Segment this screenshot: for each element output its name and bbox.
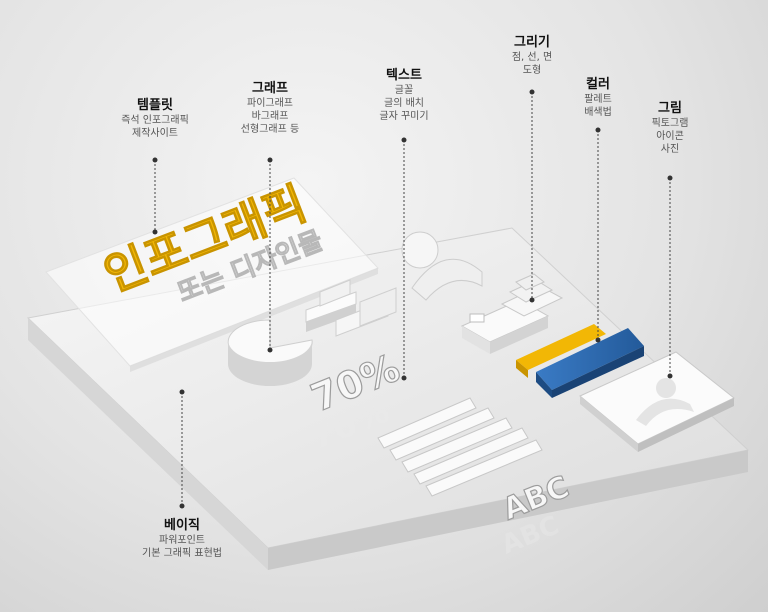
label-picture-line-3: 사진	[660, 144, 680, 155]
label-graph-line-3: 선형그래프 등	[240, 124, 300, 135]
label-template: 템플릿 즉석 인포그래픽 제작사이트	[95, 97, 215, 140]
color-palette-object	[516, 324, 644, 398]
picture-card-object	[579, 351, 735, 452]
label-draw: 그리기 점, 선, 면 도형	[472, 34, 592, 77]
leader-lines	[154, 92, 671, 506]
leader-dots	[152, 89, 673, 509]
label-color-line-1: 팔레트	[584, 94, 612, 105]
text-lines-object	[377, 397, 543, 497]
label-graph-line-1: 파이그래프	[247, 98, 293, 109]
label-color: 컬러 팔레트 배색법	[548, 76, 648, 119]
label-basic-line-2: 기본 그래픽 표현법	[142, 548, 222, 559]
label-basic-line-1: 파워포인트	[159, 535, 205, 546]
bar-chart-object	[305, 279, 397, 337]
label-text: 텍스트 글꼴 글의 배치 글자 꾸미기	[344, 67, 464, 123]
label-basic: 베이직 파워포인트 기본 그래픽 표현법	[112, 517, 252, 560]
label-template-line-1: 즉석 인포그래픽	[121, 115, 189, 126]
person-shape-object	[401, 231, 483, 301]
label-picture-line-2: 아이콘	[656, 131, 684, 142]
label-color-line-2: 배색법	[584, 107, 612, 118]
label-template-title: 템플릿	[137, 98, 173, 113]
template-panel	[45, 177, 379, 372]
label-draw-line-1: 점, 선, 면	[511, 52, 553, 63]
label-graph-line-2: 바그래프	[251, 111, 289, 122]
label-graph-title: 그래프	[252, 81, 288, 96]
label-graph: 그래프 파이그래프 바그래프 선형그래프 등	[210, 80, 330, 136]
label-color-title: 컬러	[586, 77, 610, 92]
label-template-line-2: 제작사이트	[132, 128, 178, 139]
label-picture: 그림 픽토그램 아이콘 사진	[620, 100, 720, 156]
label-text-title: 텍스트	[386, 68, 422, 83]
label-draw-title: 그리기	[514, 35, 550, 50]
label-text-line-2: 글의 배치	[384, 98, 424, 109]
label-basic-title: 베이직	[164, 518, 200, 533]
pie-chart-object	[227, 319, 313, 386]
label-picture-line-1: 픽토그램	[651, 118, 689, 129]
label-draw-line-2: 도형	[522, 65, 542, 76]
label-text-line-3: 글자 꾸미기	[379, 111, 429, 122]
label-text-line-1: 글꼴	[394, 85, 414, 96]
label-picture-title: 그림	[658, 101, 682, 116]
